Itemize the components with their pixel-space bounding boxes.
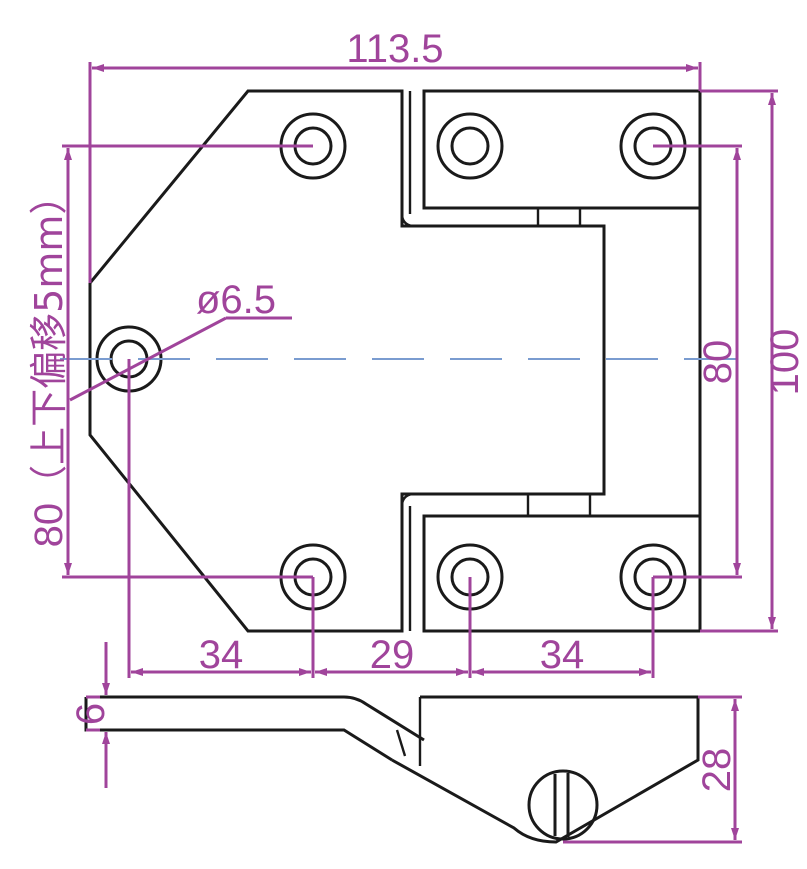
dim-overall-width: 113.5 xyxy=(88,27,702,283)
side-view xyxy=(84,695,700,844)
dim-hole-pitch-left: 80（上下偏移5mm） xyxy=(27,144,313,579)
dim-value-hole-pitch-left: 80 xyxy=(27,503,71,548)
dim-side-height: 28 xyxy=(563,695,742,844)
dim-label-hole-pitch-left: 80（上下偏移5mm） xyxy=(27,177,71,548)
dim-label-overall-height: 100 xyxy=(763,329,807,396)
dim-spacing-chain: 34 29 34 xyxy=(127,359,655,678)
dim-label-side-height: 28 xyxy=(695,748,739,793)
dim-label-spacing-3: 34 xyxy=(540,633,585,677)
dim-overall-height: 100 xyxy=(700,89,807,633)
hole-top-mid xyxy=(436,112,504,180)
right-leaf-upper xyxy=(422,89,702,226)
dim-plate-thickness: 6 xyxy=(69,642,113,788)
dim-label-spacing-1: 34 xyxy=(199,633,244,677)
dim-note-offset: （上下偏移5mm） xyxy=(27,177,71,503)
dim-label-overall-width: 113.5 xyxy=(346,27,443,71)
dim-hole-diameter: ø6.5 xyxy=(69,278,292,402)
dim-label-hole-diameter: ø6.5 xyxy=(196,278,276,322)
dim-label-hole-pitch-right: 80 xyxy=(696,340,740,385)
right-leaf-lower xyxy=(422,494,702,633)
dim-label-plate-thickness: 6 xyxy=(69,703,113,725)
dim-hole-pitch-right: 80 xyxy=(653,144,742,579)
left-leaf xyxy=(88,89,606,633)
dim-label-spacing-2: 29 xyxy=(370,633,415,677)
